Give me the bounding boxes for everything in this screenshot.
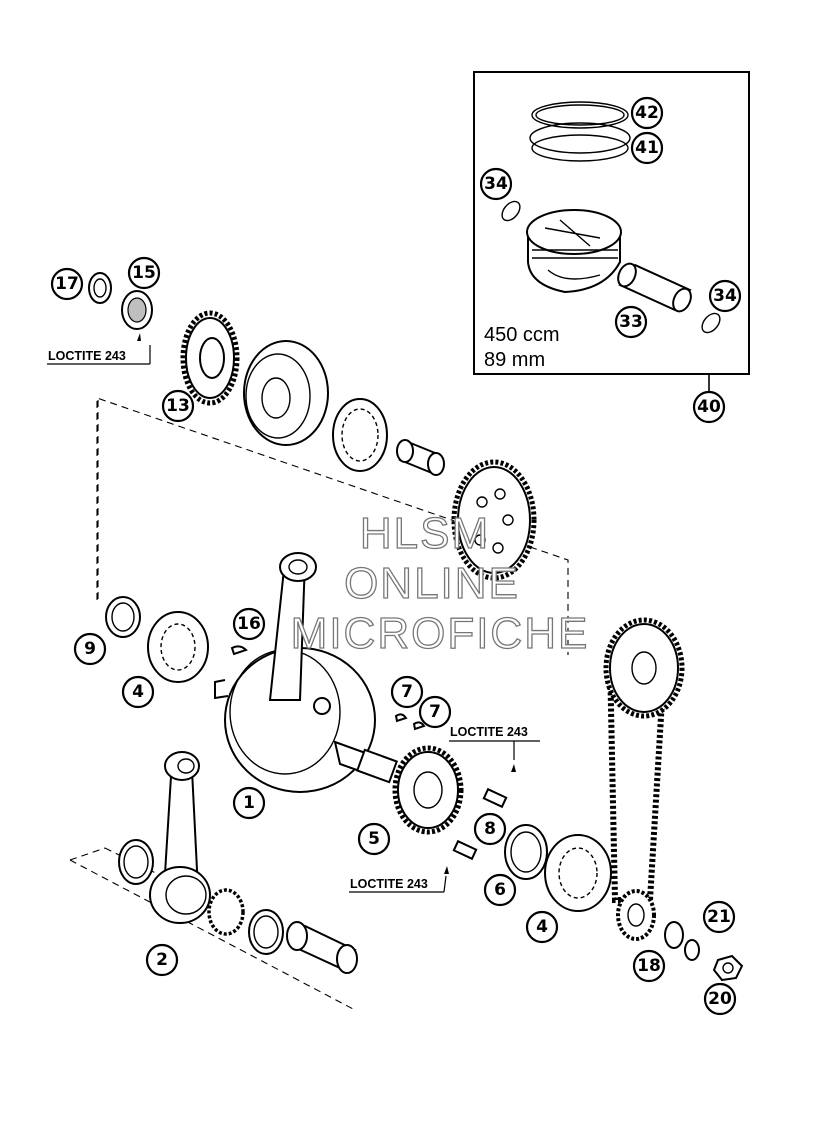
washer-6 — [504, 824, 548, 880]
svg-text:4: 4 — [536, 917, 548, 937]
svg-text:9: 9 — [84, 639, 96, 659]
callout-41: 41 — [630, 131, 664, 165]
callout-34: 34 — [479, 167, 513, 201]
loctite-text: LOCTITE 243 — [48, 349, 126, 363]
svg-text:8: 8 — [484, 819, 496, 839]
washer-18 — [664, 921, 684, 949]
piston-inset-box: 450 ccm 89 mm — [473, 71, 750, 393]
svg-text:40: 40 — [697, 397, 721, 417]
callout-6: 6 — [483, 873, 517, 907]
piston-ring-41 — [529, 122, 631, 162]
woodruff-keys-7 — [394, 713, 426, 731]
callout-8: 8 — [473, 812, 507, 846]
seal-9 — [105, 596, 141, 638]
woodruff-key-16 — [230, 645, 248, 656]
callout-18: 18 — [632, 949, 666, 983]
svg-text:4: 4 — [132, 682, 144, 702]
shaft-seal-15 — [121, 290, 153, 341]
flywheel-rotor — [243, 340, 329, 446]
callout-2: 2 — [145, 943, 179, 977]
svg-text:41: 41 — [635, 138, 659, 158]
svg-text:18: 18 — [637, 956, 661, 976]
crankshaft — [214, 552, 399, 793]
svg-text:5: 5 — [368, 829, 380, 849]
callout-4: 4 — [525, 910, 559, 944]
watermark-line-1: HLSM — [360, 509, 490, 558]
svg-text:34: 34 — [484, 174, 508, 194]
loctite-text: LOCTITE 243 — [450, 725, 528, 739]
callout-42: 42 — [630, 96, 664, 130]
svg-text:13: 13 — [166, 396, 190, 416]
needle-bearing — [396, 439, 445, 476]
freewheel-bearing — [332, 398, 388, 472]
svg-text:16: 16 — [237, 614, 261, 634]
svg-text:42: 42 — [635, 103, 659, 123]
callout-21: 21 — [702, 900, 736, 934]
watermark-line-2: ONLINE — [344, 559, 520, 608]
svg-text:20: 20 — [708, 989, 732, 1009]
spec-bore: 89 mm — [484, 349, 545, 371]
washer-21 — [684, 939, 700, 961]
gear-13 — [180, 310, 240, 406]
watermark-line-3: MICROFICHE — [291, 609, 590, 658]
callout-13: 13 — [161, 389, 195, 423]
svg-text:21: 21 — [707, 907, 731, 927]
callout-7: 7 — [390, 675, 424, 709]
main-bearing-4-right — [544, 834, 612, 912]
callout-9: 9 — [73, 632, 107, 666]
piston-pin — [617, 262, 692, 313]
callout-33: 33 — [614, 305, 648, 339]
main-bearing-4-left — [147, 611, 209, 683]
callout-7: 7 — [418, 695, 452, 729]
spec-displacement: 450 ccm — [484, 324, 560, 346]
callout-16: 16 — [232, 607, 266, 641]
svg-text:1: 1 — [243, 793, 255, 813]
starter-gear — [451, 459, 537, 581]
callout-5: 5 — [357, 822, 391, 856]
svg-text:15: 15 — [132, 263, 156, 283]
callout-4: 4 — [121, 675, 155, 709]
watermark: HLSM ONLINE MICROFICHE — [290, 508, 590, 658]
callout-34: 34 — [708, 279, 742, 313]
svg-text:7: 7 — [401, 682, 413, 702]
circlip-34-left — [501, 200, 521, 222]
callout-1: 1 — [232, 786, 266, 820]
piston — [526, 209, 622, 294]
nut-20 — [712, 954, 744, 982]
timing-chain-sprocket — [603, 617, 685, 941]
circlip-34-right — [701, 312, 721, 334]
primary-gear-5 — [392, 745, 464, 835]
bolts-8 — [444, 764, 516, 874]
conrod-kit-2 — [118, 751, 358, 974]
piston-ring-42 — [531, 101, 629, 129]
callout-17: 17 — [50, 267, 84, 301]
seal-17 — [88, 272, 112, 304]
svg-text:34: 34 — [713, 286, 737, 306]
loctite-label-top: LOCTITE 243 — [47, 345, 151, 365]
callout-15: 15 — [127, 256, 161, 290]
loctite-label-bottom: LOCTITE 243 — [349, 875, 447, 893]
svg-text:2: 2 — [156, 950, 168, 970]
svg-text:6: 6 — [494, 880, 506, 900]
svg-text:33: 33 — [619, 312, 643, 332]
loctite-text: LOCTITE 243 — [350, 877, 428, 891]
callout-40: 40 — [692, 390, 726, 424]
svg-text:7: 7 — [429, 702, 441, 722]
loctite-label-gear: LOCTITE 243 — [449, 725, 540, 760]
svg-text:17: 17 — [55, 274, 79, 294]
callout-20: 20 — [703, 982, 737, 1016]
